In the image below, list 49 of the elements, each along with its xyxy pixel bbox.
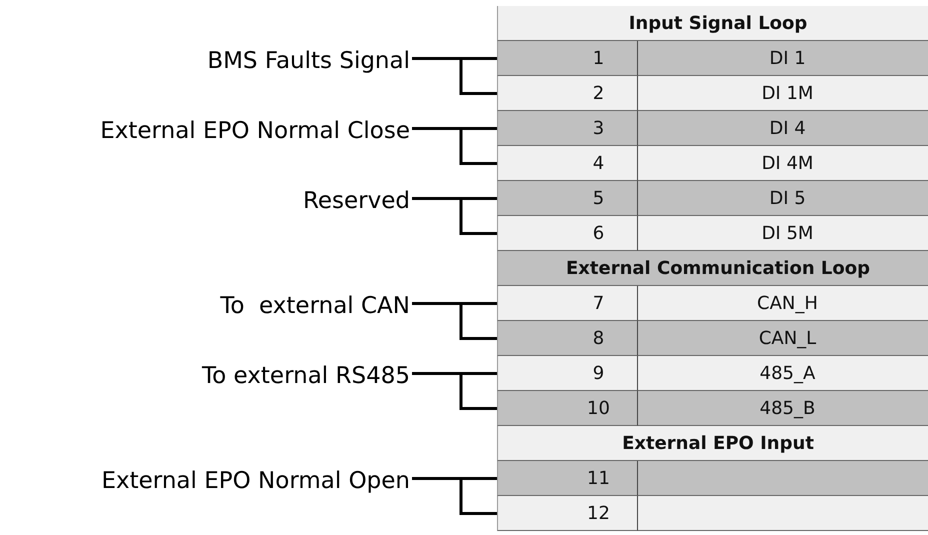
- pin-number-cell: 6: [560, 216, 638, 251]
- blank-cell: [497, 216, 561, 251]
- callout-label: BMS Faults Signal: [207, 46, 410, 76]
- signal-name-cell: DI 1M: [638, 76, 928, 111]
- callout-label: To external CAN: [220, 290, 410, 320]
- leader-line: [412, 372, 497, 410]
- pin-number-cell: 12: [560, 496, 638, 531]
- signal-name-cell: DI 5M: [638, 216, 928, 251]
- pin-number-cell: 9: [560, 356, 638, 391]
- pin-number-cell: 4: [560, 146, 638, 181]
- blank-cell: [497, 321, 561, 356]
- signal-name-cell: CAN_L: [638, 321, 928, 356]
- leader-line: [412, 302, 497, 340]
- pin-number-cell: 8: [560, 321, 638, 356]
- blank-cell: [497, 391, 561, 426]
- pin-number-cell: 5: [560, 181, 638, 216]
- pin-number-cell: 1: [560, 41, 638, 76]
- blank-cell: [497, 181, 561, 216]
- section-header: Input Signal Loop: [497, 6, 928, 41]
- signal-name-cell: DI 5: [638, 181, 928, 216]
- signal-name-cell: 485_A: [638, 356, 928, 391]
- pin-number-cell: 3: [560, 111, 638, 146]
- leader-line: [412, 57, 497, 95]
- leader-line: [412, 197, 497, 235]
- callout-label: External EPO Normal Close: [100, 116, 410, 146]
- pin-number-cell: 2: [560, 76, 638, 111]
- blank-cell: [497, 41, 561, 76]
- blank-cell: [497, 461, 561, 496]
- callout-label: Reserved: [302, 186, 410, 216]
- blank-cell: [497, 356, 561, 391]
- leader-line: [412, 477, 497, 515]
- blank-cell: [497, 286, 561, 321]
- callout-label: To external RS485: [202, 360, 410, 390]
- blank-cell: [497, 76, 561, 111]
- blank-cell: [497, 496, 561, 531]
- blank-cell: [497, 111, 561, 146]
- blank-cell: [497, 146, 561, 181]
- signal-name-cell: DI 4: [638, 111, 928, 146]
- signal-name-cell: 485_B: [638, 391, 928, 426]
- leader-line: [412, 127, 497, 165]
- callout-label: External EPO Normal Open: [101, 466, 410, 496]
- pin-number-cell: 11: [560, 461, 638, 496]
- signal-name-cell: DI 1: [638, 41, 928, 76]
- signal-name-cell: DI 4M: [638, 146, 928, 181]
- signal-name-cell: CAN_H: [638, 286, 928, 321]
- pin-number-cell: 10: [560, 391, 638, 426]
- section-header: External Communication Loop: [497, 251, 928, 286]
- section-header: External EPO Input: [497, 426, 928, 461]
- pin-number-cell: 7: [560, 286, 638, 321]
